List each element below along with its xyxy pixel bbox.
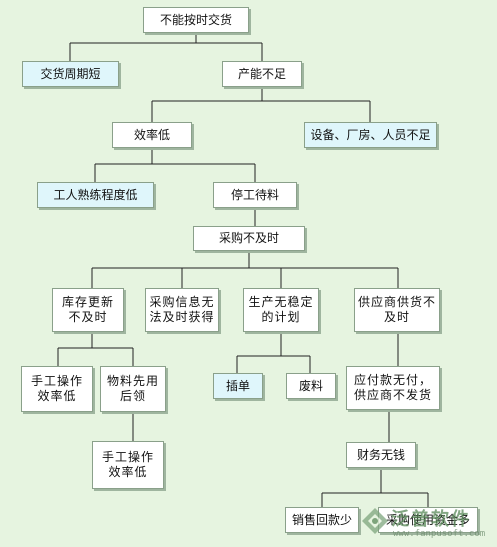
node-worker-skill: 工人熟练程度低 — [37, 182, 154, 208]
node-purchase-info: 采购信息无法及时获得 — [145, 288, 219, 332]
node-payable-overdue: 应付款无付，供应商不发货 — [346, 366, 440, 410]
node-manual-inefficient: 手工操作效率低 — [21, 366, 93, 412]
node-late-purchase: 采购不及时 — [193, 226, 305, 251]
node-unstable-plan: 生产无稳定的计划 — [243, 288, 319, 332]
watermark: 泛普软件 www.fanpusoft.com — [361, 505, 493, 543]
node-equipment-shortage: 设备、厂房、人员不足 — [304, 122, 437, 148]
node-root: 不能按时交货 — [143, 7, 249, 33]
watermark-url: www.fanpusoft.com — [393, 529, 486, 539]
node-inventory-update: 库存更新不及时 — [52, 288, 124, 332]
watermark-title: 泛普软件 — [391, 509, 471, 530]
watermark-logo-icon — [362, 508, 388, 534]
node-low-efficiency: 效率低 — [112, 122, 192, 148]
node-purchase-misuse: 采购使用资金多 — [378, 507, 478, 533]
node-plug-order: 插单 — [213, 373, 263, 399]
node-scrap: 废料 — [286, 373, 336, 399]
node-low-capacity: 产能不足 — [222, 61, 302, 87]
node-manual-inefficient-2: 手工操作效率低 — [92, 441, 164, 489]
node-short-delivery: 交货周期短 — [22, 61, 119, 87]
node-material-requisition: 物料先用后领 — [100, 366, 166, 412]
node-waiting-material: 停工待料 — [213, 182, 297, 208]
node-finance-shortage: 财务无钱 — [346, 442, 416, 468]
node-low-sales-return: 销售回款少 — [285, 507, 359, 533]
node-supplier-late: 供应商供货不及时 — [354, 288, 440, 332]
